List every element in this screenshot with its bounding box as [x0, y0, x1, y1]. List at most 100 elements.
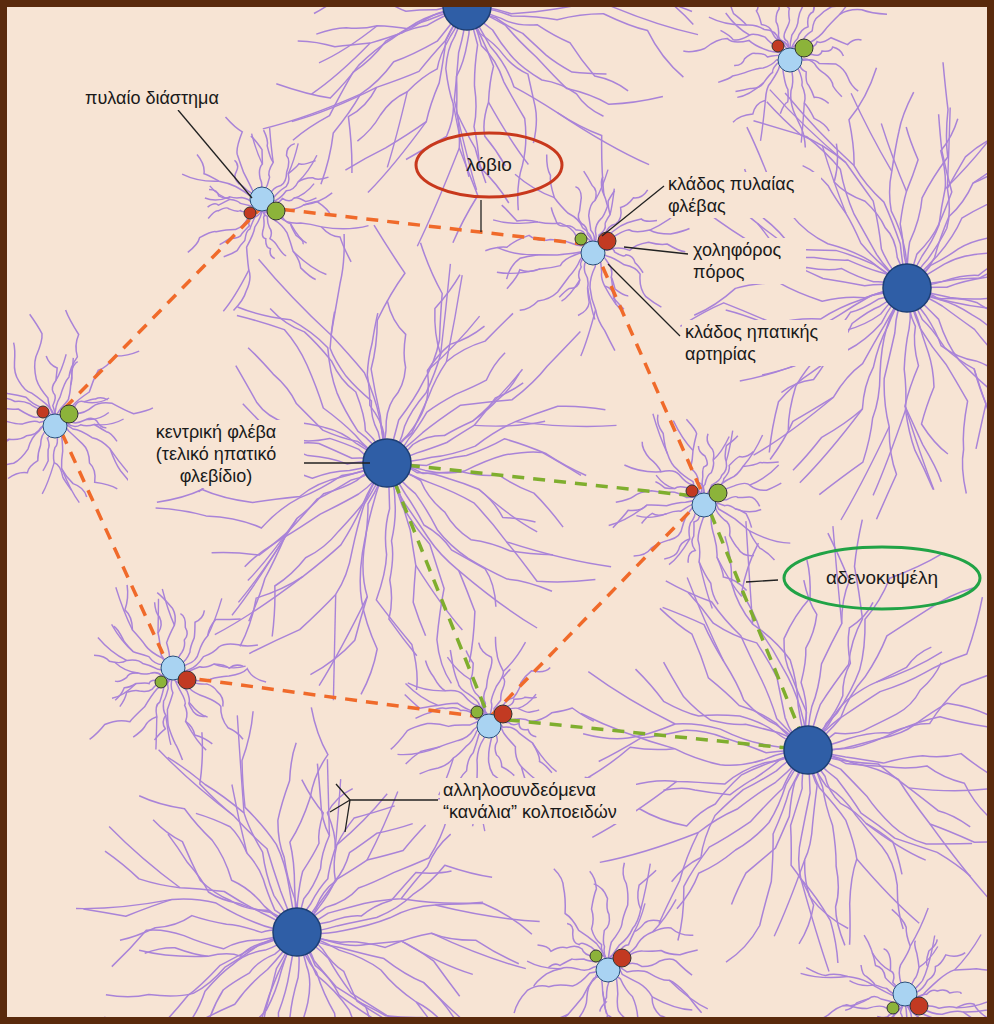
sinusoid-line — [467, 7, 693, 25]
sinusoid-line — [624, 465, 661, 472]
part-label: αλληλοσυνδεόμενα “κανάλια” κολποειδών — [440, 778, 636, 824]
sinusoid-line — [188, 207, 262, 252]
sinusoid-line — [232, 785, 247, 854]
sinusoid-line — [416, 1002, 482, 1017]
sinusoid-line — [907, 135, 987, 288]
sinusoid-line — [609, 505, 647, 525]
sinusoid-line — [955, 935, 982, 970]
sinusoid-line — [457, 112, 477, 190]
sinusoid-line — [293, 7, 467, 140]
sinusoid-line — [600, 833, 699, 863]
sinusoid-line — [800, 409, 863, 483]
sinusoid-line — [114, 662, 138, 673]
sinusoid-line — [963, 1004, 987, 1012]
sinusoid-line — [538, 945, 609, 962]
sinusoid-line — [371, 225, 405, 463]
part-label: κεντρική φλέβα (τελικό ηπατικό φλεβίδιο) — [128, 420, 304, 488]
hepatic-artery-branch — [686, 485, 698, 497]
bile-duct — [795, 39, 813, 57]
leader-line — [602, 186, 664, 236]
sinusoid-line — [14, 343, 55, 418]
hepatic-artery-branch — [613, 949, 631, 967]
sinusoid-line — [298, 7, 467, 47]
sinusoid-line — [466, 651, 489, 718]
sinusoid-line — [293, 251, 326, 274]
sinusoid-line — [743, 435, 763, 467]
sinusoid-line — [200, 732, 297, 932]
sinusoid-line — [387, 463, 451, 683]
sinusoid-line — [322, 226, 369, 229]
sinusoid-line — [387, 463, 417, 656]
bile-duct — [155, 676, 167, 688]
hepatic-artery-branch — [244, 207, 256, 219]
sinusoid-line — [905, 406, 934, 490]
sinusoid-line — [636, 669, 809, 750]
sinusoid-line — [849, 68, 907, 288]
ellipse-label: λόβιο — [466, 154, 512, 176]
sinusoid-line — [594, 1015, 608, 1017]
sinusoid-line — [851, 93, 892, 171]
ellipse-outline — [784, 547, 980, 609]
sinusoid-line — [112, 930, 297, 967]
sinusoid-line — [547, 154, 593, 245]
sinusoid-line — [515, 422, 616, 427]
sinusoid-line — [337, 794, 387, 845]
sinusoid-line — [133, 676, 173, 737]
sinusoid-line — [602, 7, 698, 35]
sinusoid-line — [319, 597, 367, 686]
sinusoid-line — [554, 869, 608, 962]
sinusoid-line — [608, 962, 702, 1013]
sinusoid-line — [641, 864, 651, 910]
sinusoid-line — [467, 7, 505, 166]
central-vein — [273, 908, 321, 956]
sinusoid-line — [947, 108, 950, 189]
sinusoid-line — [729, 7, 791, 52]
lobule-outline — [55, 207, 704, 718]
sinusoid-line — [453, 7, 478, 243]
sinusoid-line — [907, 143, 987, 288]
sinusoid-line — [750, 465, 779, 485]
sinusoid-line — [272, 463, 387, 637]
sinusoid-line — [678, 750, 808, 941]
sinusoid-line — [808, 533, 850, 750]
sinusoid-line — [139, 796, 297, 932]
fork-bracket — [330, 784, 350, 832]
central-vein — [363, 439, 411, 487]
sinusoid-line — [801, 879, 829, 972]
sinusoid-line — [584, 171, 596, 245]
sinusoid-line — [417, 148, 459, 246]
sinusoid-line — [416, 565, 463, 630]
sinusoid-line — [479, 490, 537, 532]
sinusoid-line — [168, 757, 297, 932]
sinusoid-line — [659, 750, 808, 924]
sinusoid-line — [808, 671, 987, 750]
sinusoid-line — [742, 543, 809, 750]
sinusoid-line — [406, 718, 489, 764]
sinusoid-line — [431, 933, 525, 968]
sinusoid-line — [208, 207, 262, 219]
sinusoid-line — [94, 419, 123, 425]
sinusoid-line — [376, 463, 417, 690]
sinusoid-line — [30, 314, 55, 418]
leader-line — [178, 110, 252, 198]
sinusoid-line — [240, 463, 387, 646]
sinusoid-line — [245, 7, 468, 8]
leader-line — [300, 462, 370, 463]
sinusoid-line — [808, 717, 987, 757]
sinusoid-line — [613, 497, 704, 528]
sinusoid-line — [652, 997, 692, 1010]
sinusoid-line — [907, 114, 952, 288]
central-vein — [443, 7, 491, 30]
leader-line — [746, 580, 778, 582]
sinusoid-line — [785, 93, 854, 166]
bile-duct — [471, 706, 483, 718]
sinusoid-line — [166, 715, 171, 745]
sinusoid-line — [155, 717, 157, 750]
sinusoid-line — [297, 932, 466, 1017]
hepatic-artery-branch — [598, 232, 616, 250]
sinusoid-line — [507, 245, 593, 279]
sinusoid-line — [467, 7, 526, 210]
part-label: κλάδος πυλαίας φλέβας — [665, 172, 821, 218]
sinusoid-line — [387, 439, 586, 476]
